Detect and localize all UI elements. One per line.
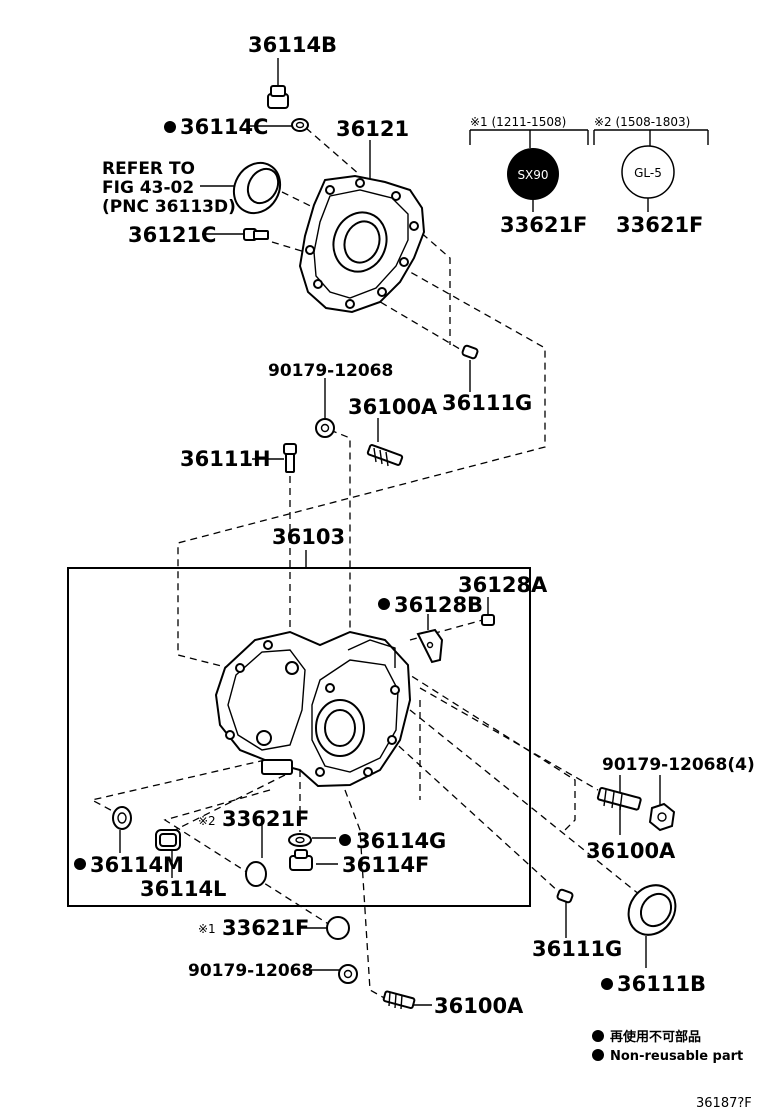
stud-36100A-upper-icon bbox=[366, 444, 404, 467]
label-36100A-right: 36100A bbox=[586, 839, 676, 863]
gasket-36114C-icon bbox=[291, 118, 309, 132]
label-33621F-variant1: 33621F bbox=[500, 213, 587, 237]
mark-variant-2: ※2 bbox=[198, 814, 216, 828]
gasket-36114M-icon bbox=[112, 806, 132, 830]
plug-36114L-icon bbox=[155, 829, 181, 851]
label-36114L: 36114L bbox=[140, 877, 226, 901]
label-33621F-lower-a: 33621F bbox=[222, 807, 309, 831]
nut-upper-icon bbox=[315, 418, 335, 438]
label-36121: 36121 bbox=[336, 117, 409, 141]
variant-notes: ※1 (1211-1508) ※2 (1508-1803) bbox=[469, 115, 709, 148]
stud-36100A-lower-icon bbox=[382, 990, 416, 1010]
legend-en: Non-reusable part bbox=[610, 1049, 743, 1064]
note-variant-1: ※1 (1211-1508) bbox=[470, 115, 566, 129]
label-33621F-lower-b: 33621F bbox=[222, 916, 309, 940]
assembly-dashed-lines bbox=[90, 127, 641, 1001]
legend: 再使用不可部品 Non-reusable part bbox=[592, 1029, 743, 1064]
mark-variant-1: ※1 bbox=[198, 922, 216, 936]
sticker-sx90-text: SX90 bbox=[517, 168, 548, 182]
nonreusable-dot-36111B bbox=[601, 978, 613, 990]
legend-jp: 再使用不可部品 bbox=[610, 1029, 701, 1045]
nut-lower-icon bbox=[338, 964, 358, 984]
sticker-gl5-icon: GL-5 bbox=[621, 145, 675, 199]
gasket-36114G-icon bbox=[288, 833, 312, 847]
label-36111G-lower: 36111G bbox=[532, 937, 622, 961]
label-36128B: 36128B bbox=[394, 593, 483, 617]
nonreusable-dot-36114M bbox=[74, 858, 86, 870]
extension-housing-36121-icon bbox=[298, 174, 426, 314]
label-36114B: 36114B bbox=[248, 33, 337, 57]
oil-seal-icon bbox=[232, 161, 282, 215]
label-36100A-lower: 36100A bbox=[434, 994, 524, 1018]
stud-36100A-right-icon bbox=[596, 786, 642, 811]
sticker-gl5-text: GL-5 bbox=[634, 166, 662, 180]
label-90179-right: 90179-12068(4) bbox=[602, 755, 755, 775]
label-36114G: 36114G bbox=[356, 829, 446, 853]
label-36111B: 36111B bbox=[617, 972, 706, 996]
sticker-33621F-lower-b-icon bbox=[326, 916, 350, 940]
label-36128A: 36128A bbox=[458, 573, 548, 597]
plug-36114B-icon bbox=[267, 85, 289, 109]
label-refer-line3: (PNC 36113D) bbox=[102, 197, 236, 217]
label-36121C: 36121C bbox=[128, 223, 216, 247]
nonreusable-dot-36114C bbox=[164, 121, 176, 133]
group-box-36103 bbox=[67, 567, 531, 907]
sticker-sx90-icon: SX90 bbox=[507, 148, 559, 200]
breather-36111H-icon bbox=[283, 443, 297, 473]
label-refer-line2: FIG 43-02 bbox=[102, 178, 194, 198]
oil-seal-36111B-icon bbox=[627, 884, 677, 936]
nut-right-icon bbox=[648, 802, 676, 832]
label-36114F: 36114F bbox=[342, 853, 429, 877]
nonreusable-dot-36114G bbox=[339, 834, 351, 846]
label-36114M: 36114M bbox=[90, 853, 184, 877]
label-33621F-variant2: 33621F bbox=[616, 213, 703, 237]
nonreusable-dot-36128B bbox=[378, 598, 390, 610]
pin-36111G-lower-icon bbox=[556, 888, 574, 904]
label-36100A-upper: 36100A bbox=[348, 395, 438, 419]
bolt-36121C-icon bbox=[243, 228, 269, 241]
plug-36114F-icon bbox=[289, 849, 313, 871]
note-variant-2: ※2 (1508-1803) bbox=[594, 115, 690, 129]
label-90179-lower: 90179-12068 bbox=[188, 961, 313, 981]
label-refer-line1: REFER TO bbox=[102, 159, 195, 179]
label-36103: 36103 bbox=[272, 525, 345, 549]
sticker-33621F-lower-a-icon bbox=[245, 861, 267, 887]
pin-36111G-upper-icon bbox=[461, 344, 479, 360]
label-36114C: 36114C bbox=[180, 115, 268, 139]
bracket-36128B-icon bbox=[416, 628, 444, 664]
label-36111G-upper: 36111G bbox=[442, 391, 532, 415]
figure-code: 36187?F bbox=[696, 1096, 752, 1111]
bolt-36128A-icon bbox=[481, 614, 495, 626]
label-90179-upper: 90179-12068 bbox=[268, 361, 393, 381]
label-36111H: 36111H bbox=[180, 447, 271, 471]
transfer-case-36103-icon bbox=[214, 630, 412, 788]
